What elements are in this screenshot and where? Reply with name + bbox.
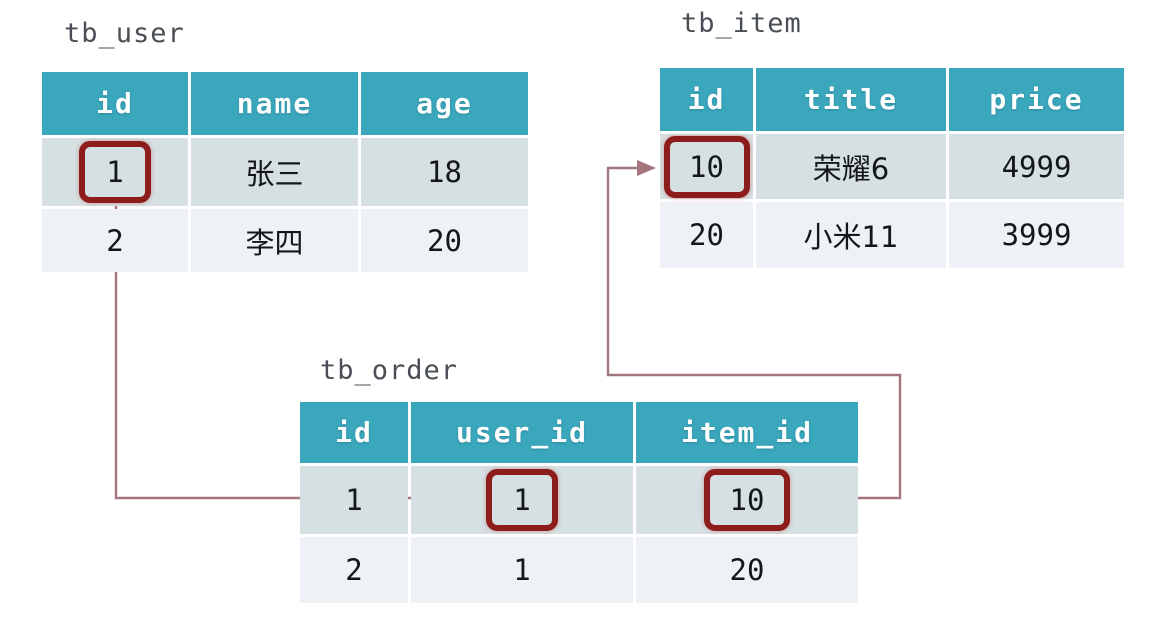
th-tb-order-user-id: user_id <box>411 402 633 463</box>
td-tb-item-r1-id: 20 <box>660 202 753 268</box>
td-tb-user-r1-name: 李四 <box>191 209 358 272</box>
table-tb-order: id user_id item_id 1 1 10 2 1 20 <box>300 402 858 603</box>
cell-value: 20 <box>689 218 724 252</box>
th-tb-order-item-id: item_id <box>636 402 858 463</box>
cell-value: 2 <box>345 553 363 587</box>
cell-value: 小米11 <box>803 220 899 254</box>
td-tb-item-r0-price: 4999 <box>949 134 1124 199</box>
td-tb-order-r1-item-id: 20 <box>636 537 858 603</box>
td-tb-item-r0-title: 荣耀6 <box>756 134 946 199</box>
cell-value: 荣耀6 <box>812 151 890 186</box>
table-label-tb-item: tb_item <box>681 8 802 39</box>
td-tb-order-r0-id: 1 <box>300 466 408 534</box>
cell-value: 2 <box>106 223 124 258</box>
td-tb-order-r0-item-id: 10 <box>636 466 858 534</box>
cell-value: 10 <box>729 483 765 517</box>
td-tb-order-r1-id: 2 <box>300 537 408 603</box>
th-tb-order-id: id <box>300 402 408 463</box>
td-tb-item-r1-price: 3999 <box>949 202 1124 268</box>
cell-value: 1 <box>106 155 124 189</box>
td-tb-user-r1-age: 20 <box>361 209 528 272</box>
cell-value: 18 <box>427 155 462 189</box>
th-tb-user-age: age <box>361 72 528 135</box>
td-tb-order-r1-user-id: 1 <box>411 537 633 603</box>
th-tb-item-id: id <box>660 68 753 131</box>
table-label-tb-order: tb_order <box>320 355 459 386</box>
table-tb-user: id name age 1 张三 18 2 李四 20 <box>42 72 528 272</box>
th-tb-user-name: name <box>191 72 358 135</box>
cell-value: 3999 <box>1001 218 1072 252</box>
connector-item-path <box>606 166 902 500</box>
table-label-tb-user: tb_user <box>64 18 185 49</box>
td-tb-item-r0-id: 10 <box>660 134 753 199</box>
cell-value: 1 <box>513 483 531 517</box>
td-tb-user-r0-name: 张三 <box>191 138 358 206</box>
connector-item-arrowhead <box>637 160 656 176</box>
cell-value: 20 <box>729 553 765 587</box>
th-tb-user-id: id <box>42 72 188 135</box>
td-tb-item-r1-title: 小米11 <box>756 202 946 268</box>
td-tb-order-r0-user-id: 1 <box>411 466 633 534</box>
cell-value: 1 <box>513 553 531 587</box>
cell-value: 4999 <box>1001 149 1072 184</box>
cell-value: 张三 <box>245 157 304 191</box>
td-tb-user-r0-id: 1 <box>42 138 188 206</box>
cell-value: 1 <box>345 483 363 517</box>
table-tb-item: id title price 10 荣耀6 4999 20 小米11 3999 <box>660 68 1124 268</box>
cell-value: 20 <box>427 223 462 258</box>
td-tb-user-r0-age: 18 <box>361 138 528 206</box>
cell-value: 10 <box>689 149 724 184</box>
th-tb-item-title: title <box>756 68 946 131</box>
cell-value: 李四 <box>245 225 304 260</box>
td-tb-user-r1-id: 2 <box>42 209 188 272</box>
th-tb-item-price: price <box>949 68 1124 131</box>
